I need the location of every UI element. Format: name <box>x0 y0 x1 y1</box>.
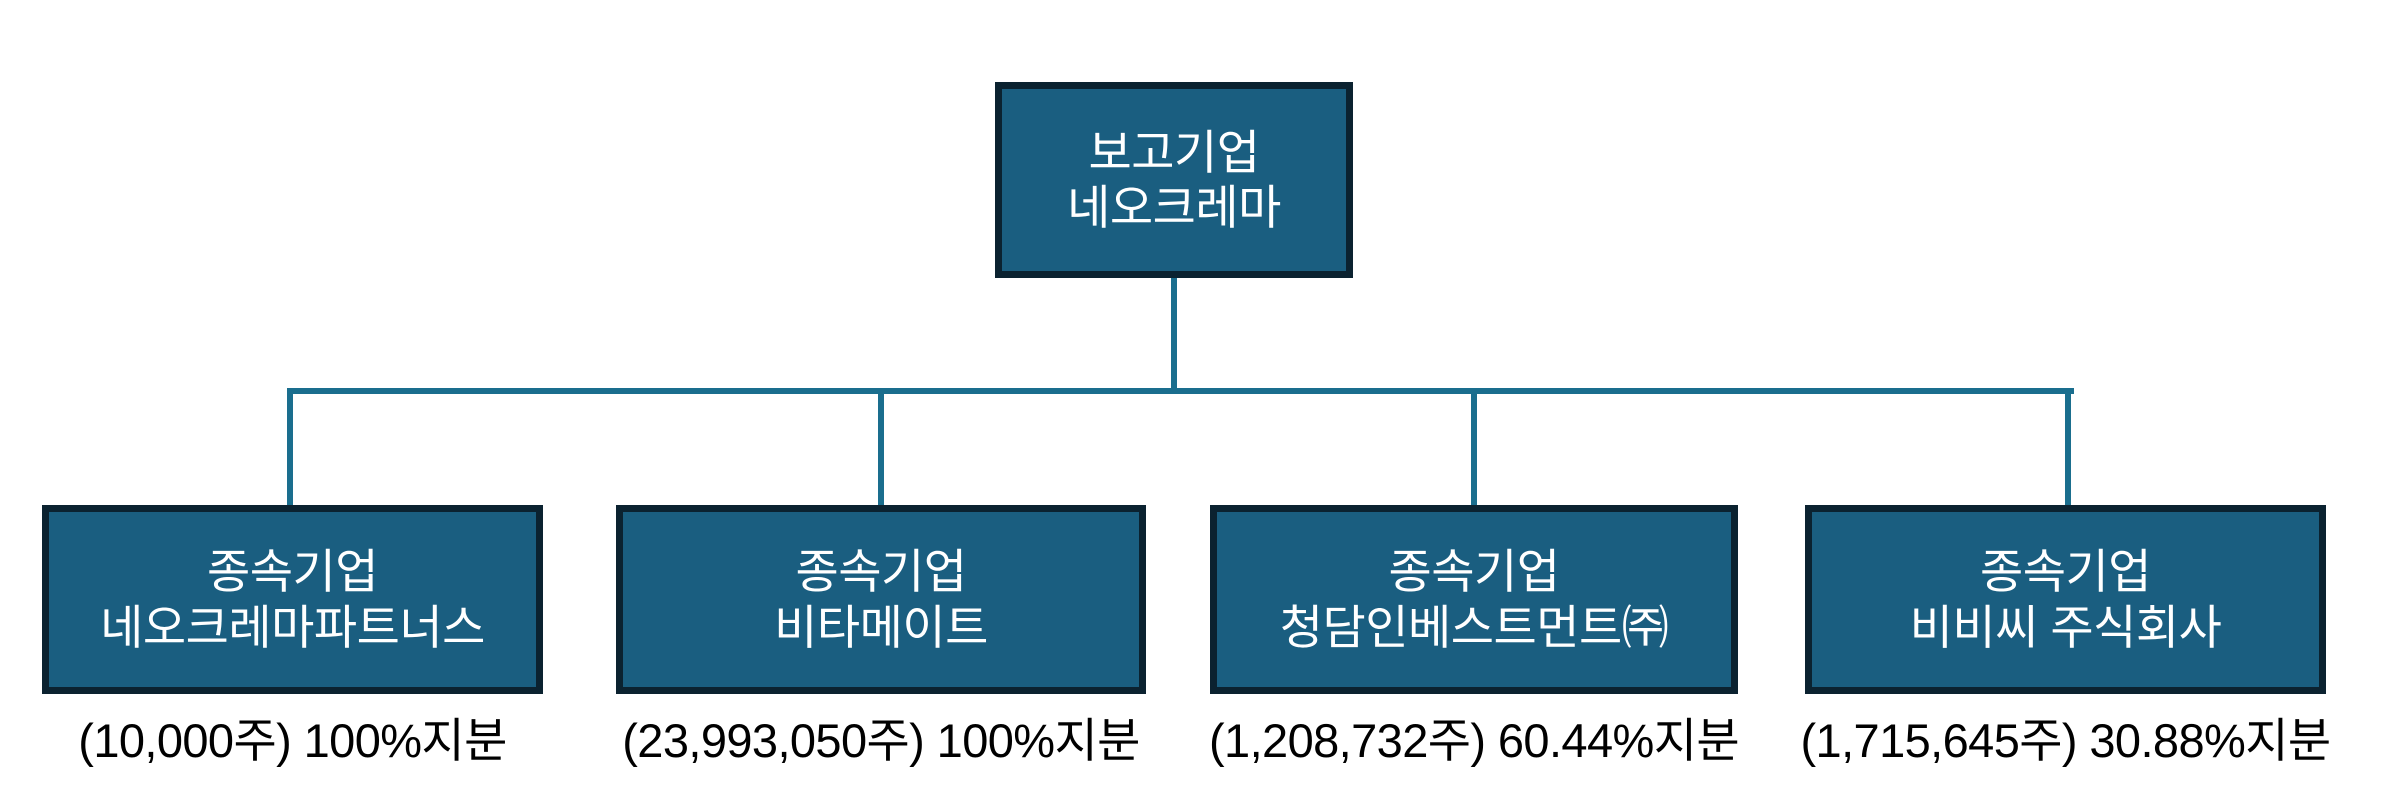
caption-subsidiary-2: (23,993,050주) 100%지분 <box>622 713 1140 767</box>
connector-root-stem <box>1171 274 1177 394</box>
node-subsidiary-1[interactable]: 종속기업 네오크레마파트너스 <box>42 505 543 694</box>
node-root-company-name: 네오크레마 <box>1067 181 1281 234</box>
caption-subsidiary-1: (10,000주) 100%지분 <box>78 713 507 767</box>
node-subsidiary-3-role-label: 종속기업 <box>1388 545 1560 599</box>
node-subsidiary-2[interactable]: 종속기업 비타메이트 <box>616 505 1146 694</box>
node-root-company[interactable]: 보고기업 네오크레마 <box>995 82 1353 278</box>
connector-horizontal-bus <box>290 388 2074 394</box>
node-subsidiary-1-role-label: 종속기업 <box>207 545 378 599</box>
connector-drop-child-2 <box>878 388 884 509</box>
node-subsidiary-4-company-name: 비비씨 주식회사 <box>1909 600 2222 654</box>
connector-drop-child-1 <box>287 388 293 509</box>
connector-drop-child-3 <box>1471 388 1477 509</box>
node-root-role-label: 보고기업 <box>1088 125 1260 179</box>
caption-subsidiary-3: (1,208,732주) 60.44%지분 <box>1209 713 1740 767</box>
node-subsidiary-2-company-name: 비타메이트 <box>774 600 988 654</box>
node-subsidiary-4[interactable]: 종속기업 비비씨 주식회사 <box>1805 505 2326 694</box>
caption-subsidiary-4: (1,715,645주) 30.88%지분 <box>1800 713 2332 767</box>
node-subsidiary-3-company-name: 청담인베스트먼트㈜ <box>1279 600 1669 654</box>
node-subsidiary-1-company-name: 네오크레마파트너스 <box>100 600 485 654</box>
connector-drop-child-4 <box>2065 388 2071 509</box>
node-subsidiary-3[interactable]: 종속기업 청담인베스트먼트㈜ <box>1210 505 1738 694</box>
node-subsidiary-2-role-label: 종속기업 <box>795 545 967 599</box>
node-subsidiary-4-role-label: 종속기업 <box>1980 545 2151 599</box>
